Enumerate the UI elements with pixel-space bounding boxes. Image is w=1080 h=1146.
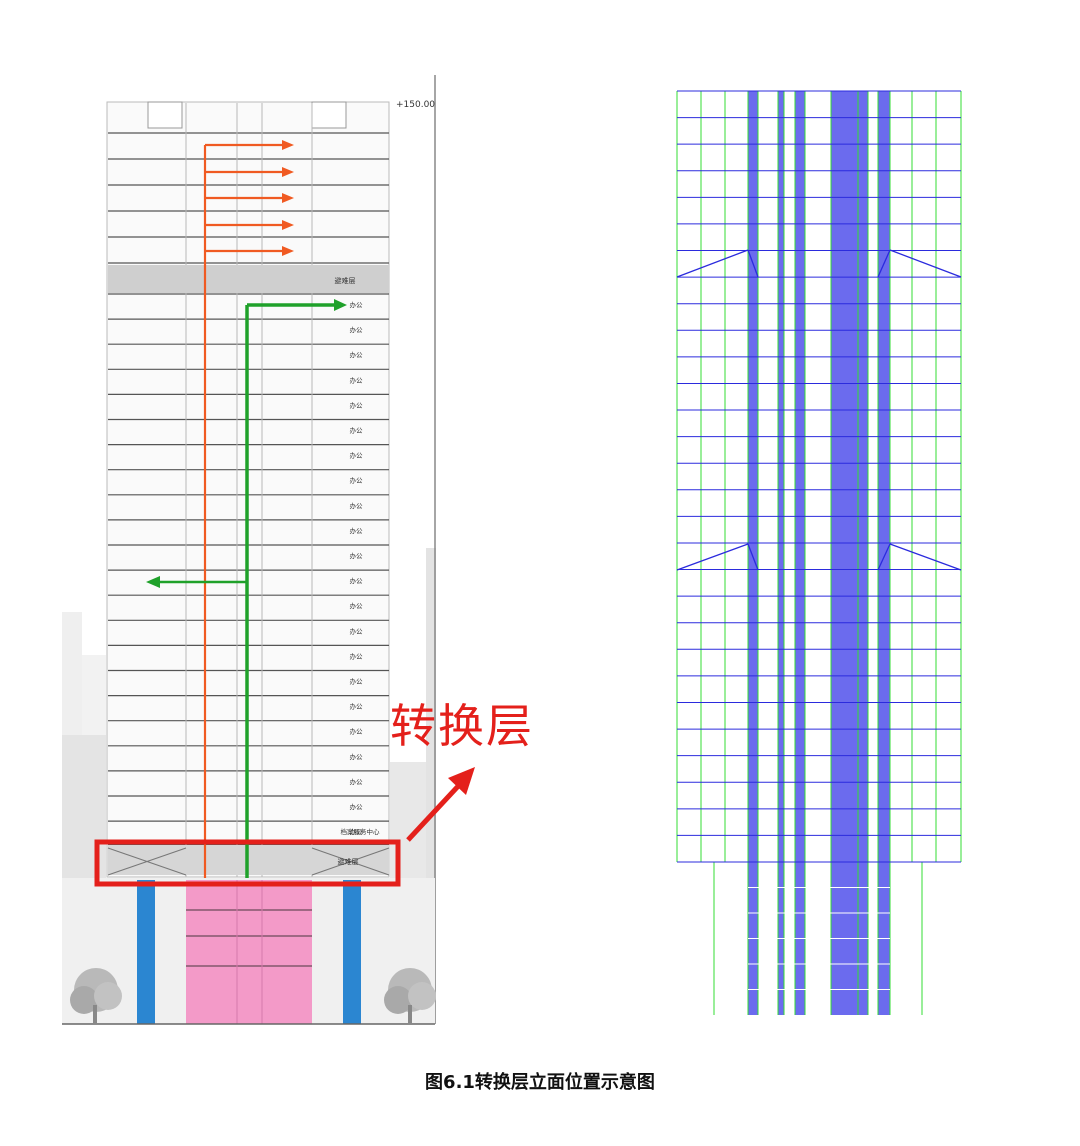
figure-caption: 图6.1转换层立面位置示意图 [425, 1072, 655, 1093]
refuge-floor-label-lower: 避难层 [338, 857, 359, 866]
outrigger-brace [747, 249, 759, 278]
office-floor-label: 办公 [350, 375, 364, 384]
office-floor-label: 办公 [350, 350, 364, 359]
outrigger-braces [676, 249, 962, 571]
crown-opening-left [147, 101, 183, 129]
refuge-floor-band-upper [108, 265, 389, 293]
orange-circulation-route [203, 140, 294, 878]
office-floor-label: 办公 [350, 576, 364, 585]
tree-left [70, 968, 122, 1024]
outrigger-brace [877, 543, 891, 571]
office-floor-label: 办公 [350, 400, 364, 409]
core-wall [778, 91, 784, 1015]
pink-podium-zone [186, 880, 312, 1024]
column-grid-lines [676, 91, 962, 1015]
office-floor-label: 办公 [350, 426, 364, 435]
background-building-right-2 [426, 548, 436, 1024]
core-wall [878, 91, 890, 1015]
tree-right [384, 968, 436, 1024]
mullion-lines [185, 103, 313, 877]
office-floor-label: 办公 [350, 325, 364, 334]
office-floor-label: 办公 [350, 526, 364, 535]
archive-center-label: 档案服务中心 [341, 827, 381, 836]
floor-labels: 办公办公办公办公办公办公办公办公办公办公办公办公办公办公办公办公办公办公办公办公… [350, 300, 364, 836]
core-wall [795, 91, 805, 1015]
level-mark: +150.00 [396, 100, 436, 110]
office-floor-label: 办公 [350, 601, 364, 610]
office-floor-label: 办公 [350, 752, 364, 761]
transfer-layer-label: 转换层 [390, 699, 534, 753]
outrigger-brace [676, 543, 749, 571]
office-floor-label: 办公 [350, 677, 364, 686]
core-wall [748, 91, 758, 1015]
office-floor-label: 办公 [350, 827, 364, 836]
office-floor-label: 办公 [350, 451, 364, 460]
office-floor-label: 办公 [350, 702, 364, 711]
office-floor-label: 办公 [350, 476, 364, 485]
outrigger-brace [889, 249, 962, 278]
outrigger-brace [889, 543, 962, 571]
office-floor-label: 办公 [350, 802, 364, 811]
transfer-brace-right-2 [311, 847, 390, 876]
office-floor-label: 办公 [350, 626, 364, 635]
transfer-floor-highlight [94, 839, 401, 887]
beam-lines [677, 90, 961, 990]
office-floor-label: 办公 [350, 777, 364, 786]
core-wall [831, 91, 868, 1015]
outrigger-brace [877, 249, 891, 278]
column-left [137, 880, 155, 1024]
green-circulation-route [146, 299, 347, 878]
refuge-floor-label-upper: 避难层 [335, 276, 356, 285]
column-right [343, 880, 361, 1024]
crown-opening-right [311, 101, 347, 129]
pointer-arrow [406, 780, 464, 842]
office-floor-label: 办公 [350, 651, 364, 660]
outrigger-brace [676, 249, 749, 278]
office-floor-label: 办公 [350, 300, 364, 309]
pointer-arrowhead [448, 767, 475, 795]
core-walls [748, 91, 890, 1015]
office-floor-label: 办公 [350, 501, 364, 510]
outrigger-brace [747, 543, 759, 571]
office-floor-label: 办公 [350, 727, 364, 736]
office-floor-label: 办公 [350, 551, 364, 560]
transfer-brace-left-2 [107, 847, 187, 876]
